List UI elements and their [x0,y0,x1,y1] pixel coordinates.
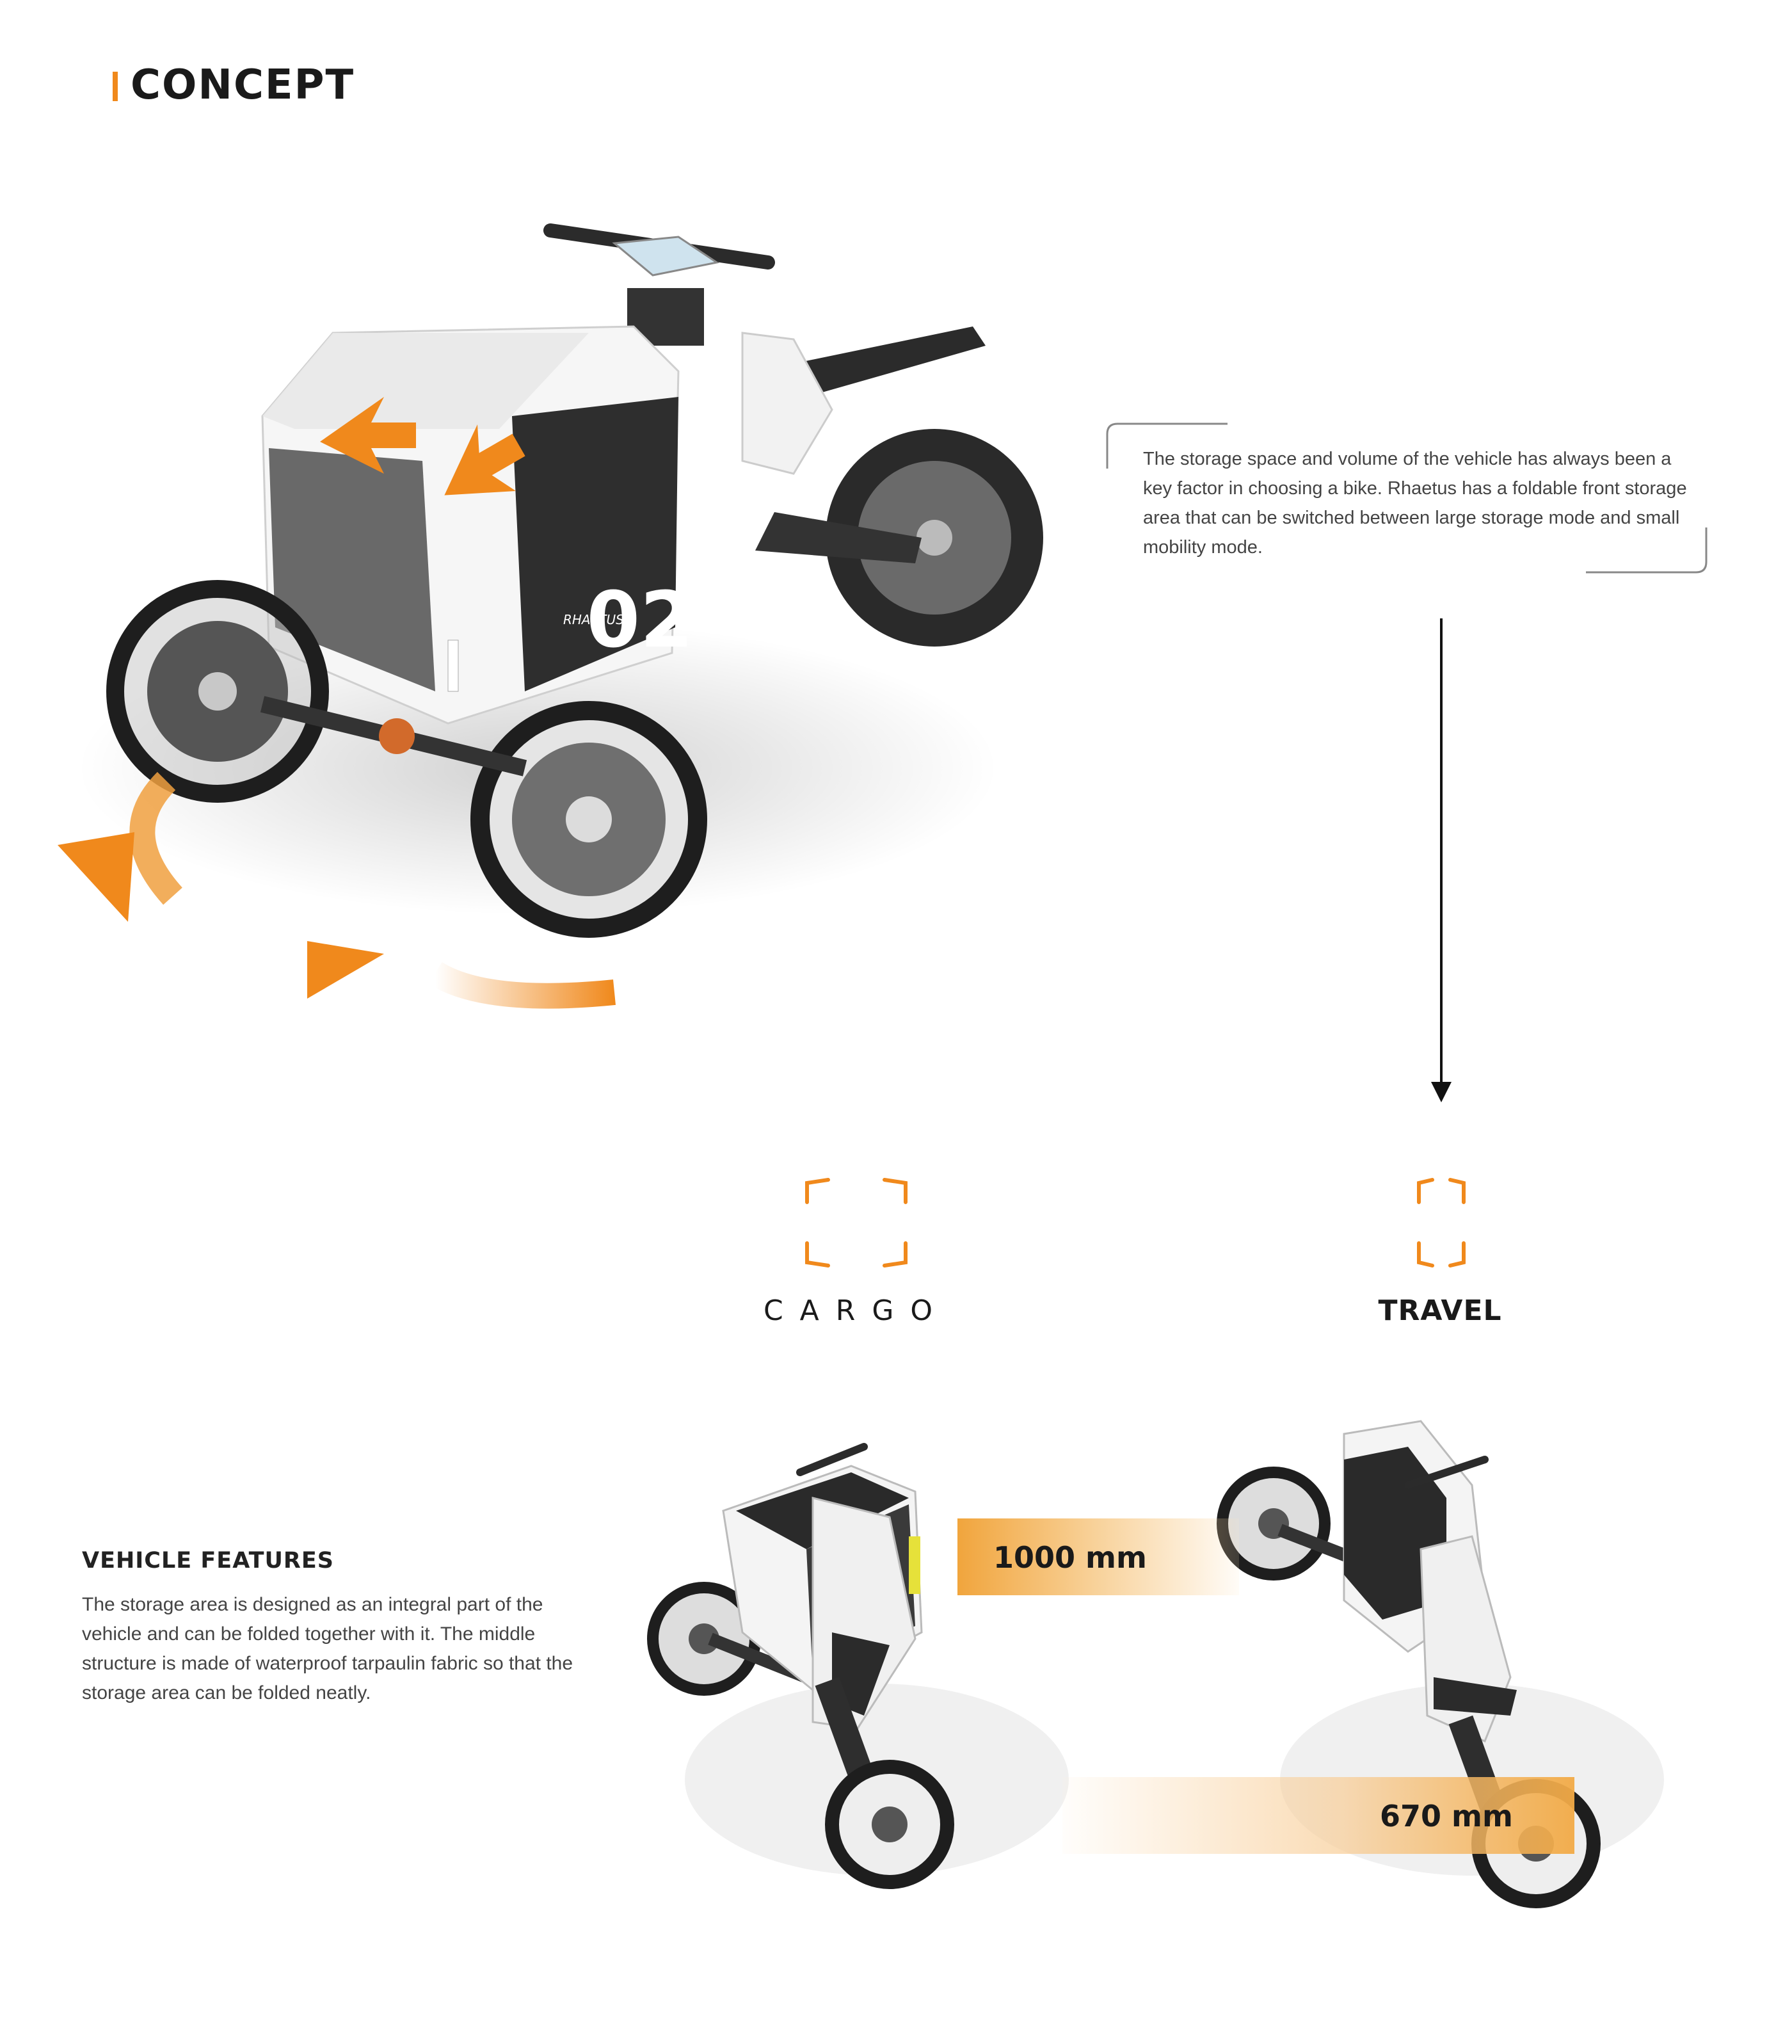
cargo-frame-icon [805,1178,908,1267]
header-accent-bar [113,72,118,101]
page-title: CONCEPT [131,61,355,109]
features-title: VEHICLE FEATURES [82,1548,334,1573]
front-right-wheel [470,701,707,938]
description-bubble [1106,422,1708,574]
travel-width-value: 670 mm [1380,1799,1513,1833]
front-left-wheel [106,580,329,803]
features-text: The storage area is designed as an integ… [82,1594,573,1703]
travel-frame-icon [1417,1178,1466,1267]
vehicle-number: 02 [587,576,694,665]
storage-box [261,325,680,725]
cargo-width-bar [957,1518,1239,1595]
swing-arm [755,512,922,563]
fold-arrows [58,397,616,1009]
main-vehicle-illustration: 02 RHAETUS [58,223,1043,1009]
side-panel [512,397,678,691]
down-arrow-icon [1431,618,1452,1102]
cargo-mode-vehicle [647,1443,1069,1889]
travel-width-bar [1062,1777,1574,1854]
cargo-mode-label: CARGO [763,1294,950,1327]
seat [787,326,986,397]
travel-mode-label: TRAVEL [1378,1294,1502,1327]
description-text: The storage space and volume of the vehi… [1143,449,1687,558]
rear-wheel [826,429,1043,647]
cargo-width-value: 1000 mm [993,1540,1147,1575]
vehicle-brand: RHAETUS [563,612,624,627]
